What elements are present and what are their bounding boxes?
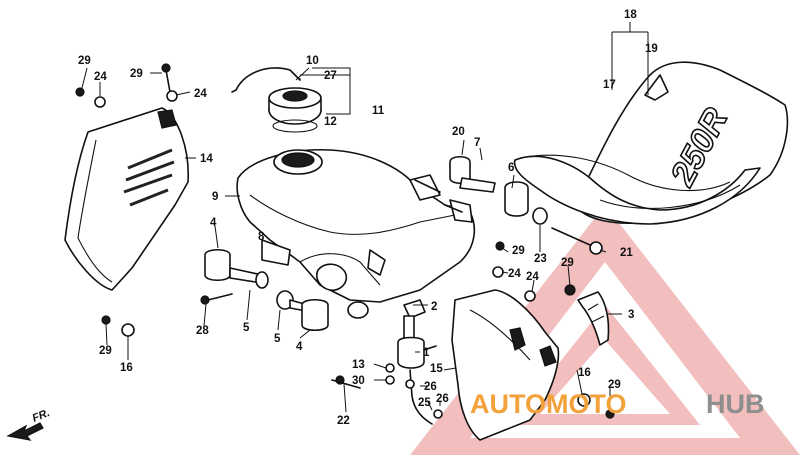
callout-29-b: 29	[130, 68, 143, 80]
callout-21: 21	[620, 247, 633, 259]
callout-26-b: 26	[436, 393, 449, 405]
callout-14: 14	[200, 153, 213, 165]
callout-16-a: 16	[120, 362, 133, 374]
callout-13: 13	[352, 359, 365, 371]
seat: 250R	[513, 61, 789, 225]
fuel-tank	[236, 148, 476, 319]
callout-23: 23	[534, 253, 547, 265]
callout-1: 1	[423, 347, 430, 359]
fuel-cock	[397, 315, 443, 425]
callout-25: 25	[418, 397, 431, 409]
callout-29-d: 29	[561, 257, 574, 269]
callout-12: 12	[324, 116, 337, 128]
callout-7: 7	[474, 137, 480, 149]
callout-20: 20	[452, 126, 465, 138]
callout-2: 2	[431, 301, 437, 313]
callout-27: 27	[324, 70, 337, 82]
leader-lines	[81, 22, 649, 413]
callout-10: 10	[306, 55, 319, 67]
callout-18: 18	[624, 9, 637, 21]
callout-9: 9	[212, 191, 218, 203]
callout-5-a: 5	[243, 322, 250, 334]
callout-4-b: 4	[296, 341, 303, 353]
callout-11: 11	[372, 105, 385, 117]
side-cover-left	[64, 107, 189, 291]
callout-24-b: 24	[194, 88, 207, 100]
callout-28: 28	[196, 325, 209, 337]
callout-24-a: 24	[94, 71, 107, 83]
callout-30: 30	[352, 375, 365, 387]
mount-rubbers-left	[204, 239, 329, 332]
callout-17: 17	[603, 79, 616, 91]
watermark-part2: HUB	[706, 389, 765, 419]
side-cover-right	[451, 289, 560, 441]
front-indicator-text: FR.	[31, 407, 52, 425]
front-arrow: FR.	[6, 407, 52, 441]
callout-15: 15	[430, 363, 443, 375]
watermark-part1: AUTOMOTO	[470, 389, 627, 419]
callout-5-b: 5	[274, 333, 281, 345]
callout-29-c: 29	[512, 245, 525, 257]
bracket	[577, 291, 610, 346]
callout-29-e: 29	[99, 345, 112, 357]
callout-3: 3	[628, 309, 634, 321]
mount-rubbers-right	[449, 155, 603, 255]
callout-8: 8	[258, 231, 265, 243]
watermark-text: AUTOMOTO HUB	[470, 389, 765, 419]
callout-22: 22	[337, 415, 350, 427]
callout-24-d: 24	[526, 271, 539, 283]
callout-numbers: 18 19 17 10 27 11 12 29 24 29 24 14 9 20…	[78, 9, 658, 427]
callout-6: 6	[508, 162, 514, 174]
bolts	[75, 63, 615, 419]
callout-29-f: 29	[608, 379, 621, 391]
callout-4-a: 4	[210, 217, 217, 229]
callout-19: 19	[645, 43, 658, 55]
callout-26-a: 26	[424, 381, 437, 393]
callout-29-a: 29	[78, 55, 91, 67]
fuel-cap	[231, 67, 322, 133]
callout-24-c: 24	[508, 268, 521, 280]
callout-16-b: 16	[578, 367, 591, 379]
